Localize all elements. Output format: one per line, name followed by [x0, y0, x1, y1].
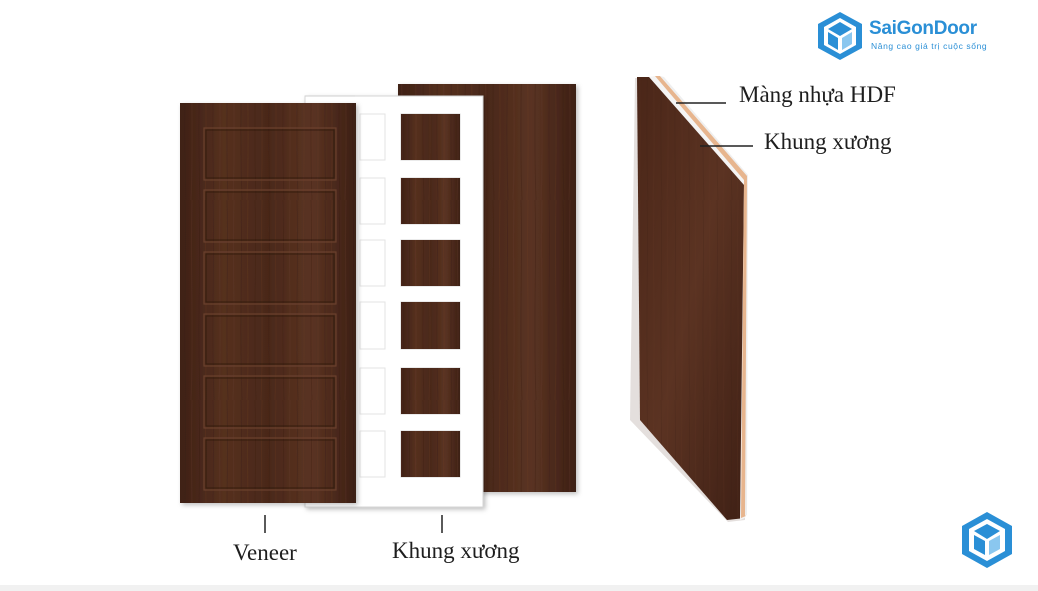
veneer-panel — [180, 103, 356, 503]
brand-name: SaiGonDoor — [869, 18, 977, 39]
label-hdf-layer: Màng nhựa HDF — [739, 82, 896, 107]
veneer-raised-panels — [203, 127, 337, 491]
leader-lines — [264, 102, 753, 533]
label-frame-bottom: Khung xương — [392, 538, 520, 563]
brand-watermark-icon — [962, 512, 1012, 568]
label-frame-side: Khung xương — [764, 129, 892, 154]
door-side-view — [630, 76, 748, 522]
brand-tagline: Nâng cao giá trị cuộc sống — [871, 41, 988, 51]
brand-logo-icon — [818, 12, 862, 60]
bottom-strip — [0, 585, 1038, 591]
label-veneer: Veneer — [233, 540, 297, 565]
